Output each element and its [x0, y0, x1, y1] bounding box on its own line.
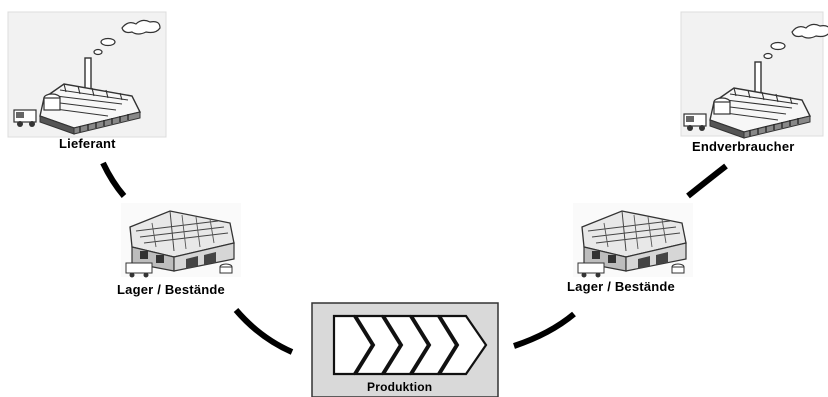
- end-consumer-node: [680, 11, 828, 139]
- chevron-process-icon: [332, 314, 488, 376]
- supplier-node: [7, 11, 167, 138]
- connector-production-warehouse: [513, 311, 576, 349]
- supplier-label: Lieferant: [59, 136, 116, 151]
- connector-warehouse-endconsumer: [686, 163, 728, 199]
- warehouse-right-label: Lager / Bestände: [567, 279, 675, 294]
- end-consumer-label: Endverbraucher: [692, 139, 795, 154]
- production-label: Produktion: [367, 380, 433, 394]
- connector-warehouse-production: [233, 308, 294, 355]
- warehouse-right-node: [573, 203, 693, 279]
- production-node: [311, 302, 499, 397]
- warehouse-left-node: [121, 203, 241, 279]
- warehouse-left-label: Lager / Bestände: [117, 282, 225, 297]
- connector-supplier-warehouse: [100, 161, 127, 198]
